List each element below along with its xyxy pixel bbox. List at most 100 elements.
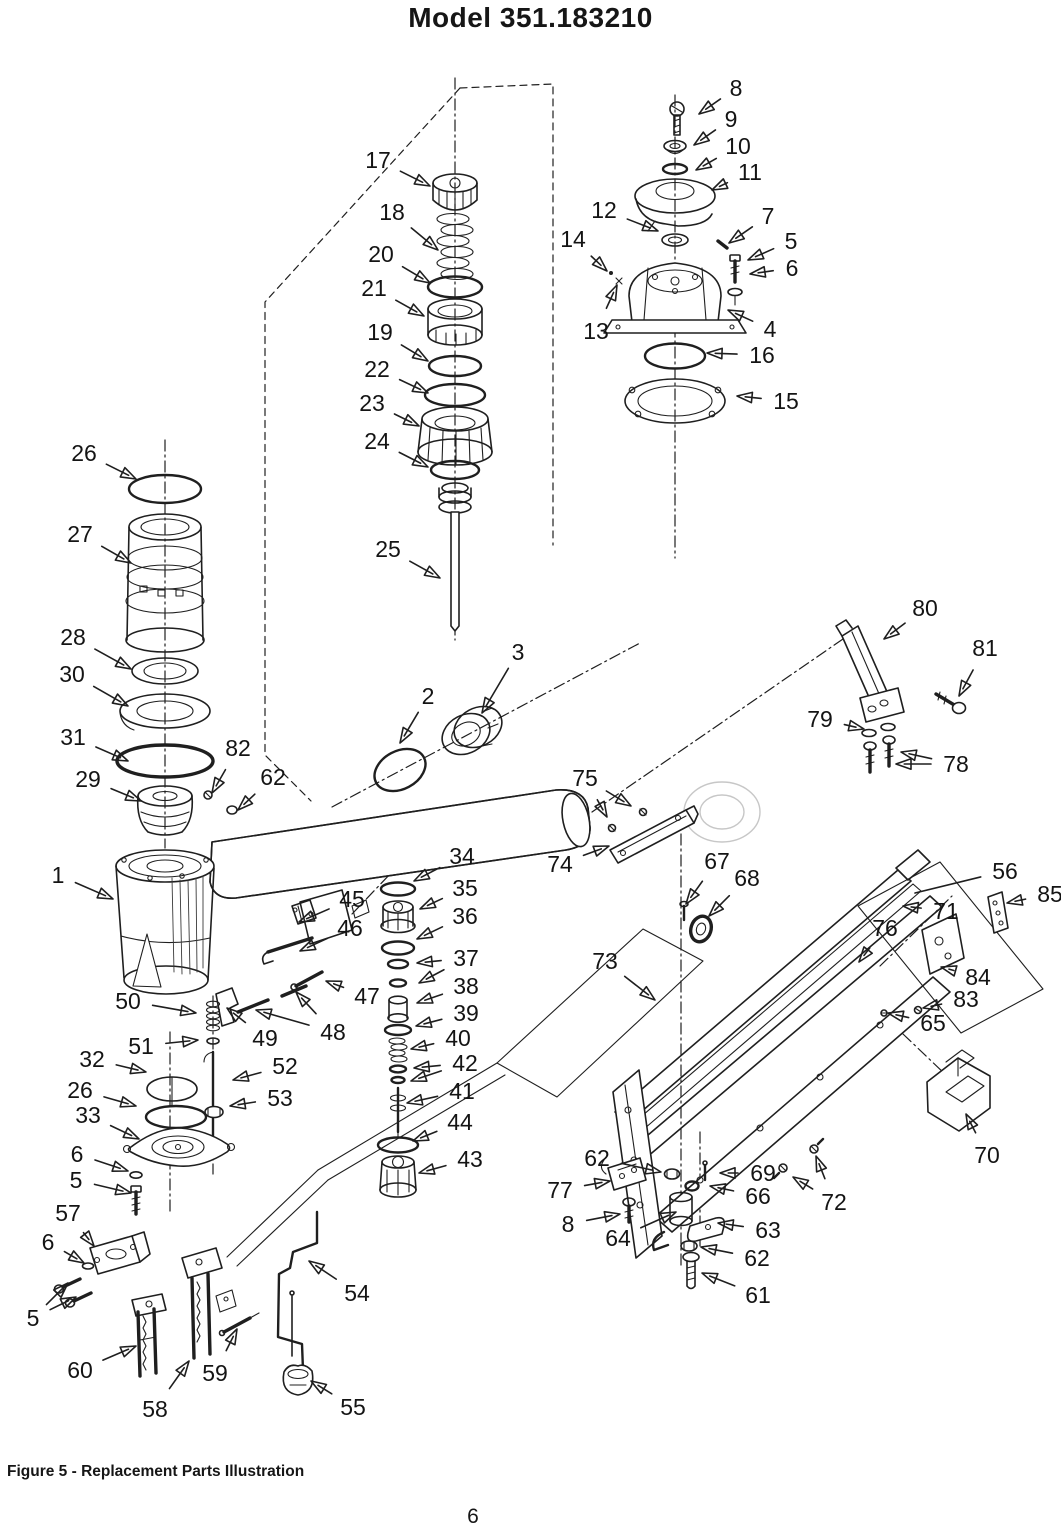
arrowhead — [641, 219, 659, 232]
arrowhead — [418, 1163, 436, 1175]
part-number-label: 85 — [1037, 881, 1061, 907]
part-number-label: 58 — [142, 1396, 168, 1422]
arrowhead — [603, 1210, 621, 1223]
arrowhead — [709, 1183, 727, 1195]
part-number-label: 6 — [786, 255, 799, 281]
part-number-label: 51 — [128, 1033, 154, 1059]
pusher-assembly-drawing — [53, 1210, 319, 1396]
trigger-parts-drawing — [122, 899, 324, 1216]
arrowhead — [685, 887, 700, 905]
arrowhead — [415, 1016, 433, 1029]
part-callout-61: 61 — [701, 1272, 771, 1308]
part-callout-62: 62 — [584, 1145, 662, 1175]
part-callout-84: 84 — [940, 964, 991, 990]
arrowhead — [717, 1219, 735, 1232]
part-number-label: 19 — [367, 319, 393, 345]
part-number-label: 73 — [592, 948, 618, 974]
part-number-label: 5 — [785, 228, 798, 254]
part-callout-20: 20 — [368, 241, 431, 284]
leader-line — [704, 98, 722, 111]
part-callout-72: 72 — [792, 1155, 847, 1215]
part-callout-37: 37 — [416, 945, 479, 984]
arrowhead — [111, 749, 129, 762]
part-callout-28: 28 — [60, 624, 132, 670]
arrowhead — [413, 270, 431, 284]
arrowhead — [422, 235, 439, 251]
arrowhead — [310, 1380, 328, 1395]
leader-line — [332, 983, 345, 989]
part-number-label: 65 — [920, 1010, 946, 1036]
leader-line — [110, 787, 135, 799]
leader-line — [237, 1101, 257, 1106]
part-number-label: 13 — [583, 318, 609, 344]
leader-line — [399, 170, 424, 184]
leader-line — [690, 880, 704, 899]
arrowhead — [179, 1004, 197, 1017]
arrowhead — [412, 1129, 430, 1142]
arrowhead — [895, 757, 912, 771]
part-callout-31: 31 — [60, 724, 129, 762]
part-number-label: 8 — [562, 1211, 575, 1237]
part-number-label: 48 — [320, 1019, 346, 1045]
arrowhead — [114, 656, 132, 670]
arrowhead — [644, 1162, 662, 1175]
part-callout-30: 30 — [59, 661, 129, 707]
arrowhead — [67, 1250, 85, 1264]
leader-line — [714, 352, 738, 355]
part-callout-65: 65 — [887, 1010, 946, 1036]
part-number-label: 71 — [933, 898, 959, 924]
part-number-label: 22 — [364, 356, 390, 382]
part-number-label: 82 — [225, 735, 251, 761]
leader-line — [165, 1040, 191, 1045]
leader-line — [948, 968, 955, 972]
part-number-label: 33 — [75, 1102, 101, 1128]
arrowhead — [481, 696, 495, 714]
leader-line — [102, 1348, 130, 1361]
part-number-label: 72 — [821, 1189, 847, 1215]
part-number-label: 49 — [252, 1025, 278, 1051]
arrowhead — [410, 1070, 428, 1082]
leader-line — [423, 1018, 443, 1025]
leader-line — [398, 378, 422, 391]
leader-line — [92, 685, 122, 703]
part-number-label: 21 — [361, 275, 387, 301]
part-callout-49: 49 — [226, 1007, 278, 1051]
part-callout-3: 3 — [481, 639, 524, 714]
arrowhead — [659, 1211, 677, 1224]
leader-line — [105, 463, 130, 477]
exhaust-collar-drawing — [373, 705, 503, 793]
leader-line — [418, 1070, 443, 1080]
part-number-label: 45 — [339, 886, 365, 912]
leader-line — [717, 1186, 735, 1192]
part-callout-62: 62 — [700, 1243, 770, 1271]
part-callout-5: 5 — [747, 228, 798, 261]
part-number-label: 2 — [422, 683, 435, 709]
part-callout-53: 53 — [229, 1085, 293, 1111]
arrowhead — [902, 901, 920, 914]
part-number-label: 43 — [457, 1146, 483, 1172]
part-callout-6: 6 — [749, 255, 799, 281]
part-number-label: 38 — [453, 973, 479, 999]
arrowhead — [591, 256, 608, 272]
part-callout-52: 52 — [232, 1053, 298, 1082]
leader-line — [240, 1071, 262, 1079]
leader-line — [168, 1366, 186, 1390]
leader-line — [623, 975, 650, 996]
part-callout-8: 8 — [562, 1210, 621, 1237]
arrowhead — [413, 868, 431, 882]
part-callout-7: 7 — [728, 203, 774, 244]
part-number-label: 29 — [75, 766, 101, 792]
part-callout-85: 85 — [1006, 881, 1061, 907]
part-number-label: 54 — [344, 1280, 370, 1306]
arrowhead — [847, 719, 865, 732]
arrowhead — [119, 1096, 137, 1108]
leader-line — [225, 1335, 235, 1352]
leader-line — [426, 1164, 447, 1172]
part-callout-77: 77 — [547, 1177, 611, 1203]
arrowhead — [719, 1167, 736, 1179]
arrowhead — [229, 1097, 247, 1110]
part-callout-34: 34 — [413, 843, 475, 882]
part-number-label: 34 — [449, 843, 475, 869]
part-callout-58: 58 — [142, 1360, 190, 1422]
arrowhead — [419, 897, 437, 910]
